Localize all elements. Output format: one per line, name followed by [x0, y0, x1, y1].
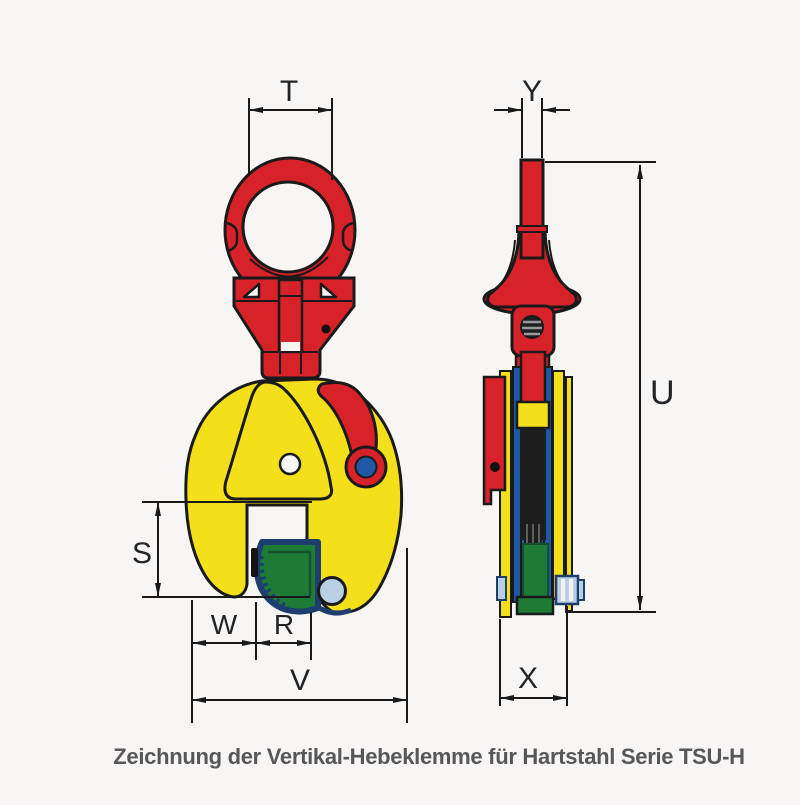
tension-pin-right [554, 574, 585, 606]
outer-plate-left [499, 370, 512, 618]
shank-column [519, 350, 547, 410]
side-body-stack [482, 350, 585, 618]
bracket-cutout-left [242, 282, 261, 299]
dim-label-Y: Y [522, 75, 542, 108]
dimension-S: S [132, 501, 312, 598]
dimension-X: X [499, 606, 568, 706]
dim-label-T: T [280, 75, 298, 108]
cam-shaft-dark [520, 428, 546, 540]
outer-plate-right [552, 370, 565, 600]
dimension-V: V [192, 548, 408, 723]
pad-pin-left [496, 576, 507, 601]
bracket-slot [277, 278, 304, 354]
lever-pivot-pin [354, 455, 378, 479]
ring-notch-left [226, 221, 239, 253]
cam-side-green [522, 543, 549, 607]
dimension-T: T [248, 75, 333, 180]
dimension-W-R: W R [191, 600, 312, 723]
body-hole [278, 452, 302, 476]
cam-inner-line [268, 550, 312, 596]
cam-side-base [515, 595, 555, 616]
tension-lever [316, 380, 388, 489]
dimension-U: U [545, 161, 675, 613]
side-view: Y U X [482, 75, 675, 706]
front-view: T S W R V [132, 75, 408, 723]
cam-serration [256, 555, 290, 612]
dim-label-V: V [290, 664, 310, 697]
dim-label-R: R [274, 609, 294, 640]
fixed-jaw-tooth [251, 548, 258, 577]
dim-label-W: W [211, 609, 238, 640]
bracket-slot-window [281, 342, 300, 351]
dim-label-U: U [650, 374, 675, 412]
flare-line-left [490, 239, 516, 295]
hoist-ring [223, 156, 357, 380]
bracket-cutout-right [319, 282, 338, 299]
dimension-Y: Y [494, 75, 570, 158]
ring-bar-shoulder [516, 225, 548, 233]
cam-axle-pin [317, 576, 347, 606]
dim-label-S: S [132, 537, 152, 570]
body-triangle-contour [223, 380, 334, 501]
side-ring-profile [482, 158, 582, 316]
bracket-pin-dot [321, 324, 331, 334]
ring-notch-right [341, 221, 354, 253]
lock-lever-dot [490, 462, 500, 472]
ring-bore-line [249, 256, 329, 278]
flare-line-right [548, 239, 574, 295]
dim-label-X: X [518, 662, 538, 695]
ring-eye-hole [241, 180, 335, 274]
ring-bar [519, 158, 545, 260]
cam-jaw [251, 539, 352, 616]
drawing-caption: Zeichnung der Vertikal-Hebeklemme für Ha… [113, 744, 745, 769]
lock-lever-side [482, 375, 507, 506]
spacer-block [515, 400, 551, 430]
